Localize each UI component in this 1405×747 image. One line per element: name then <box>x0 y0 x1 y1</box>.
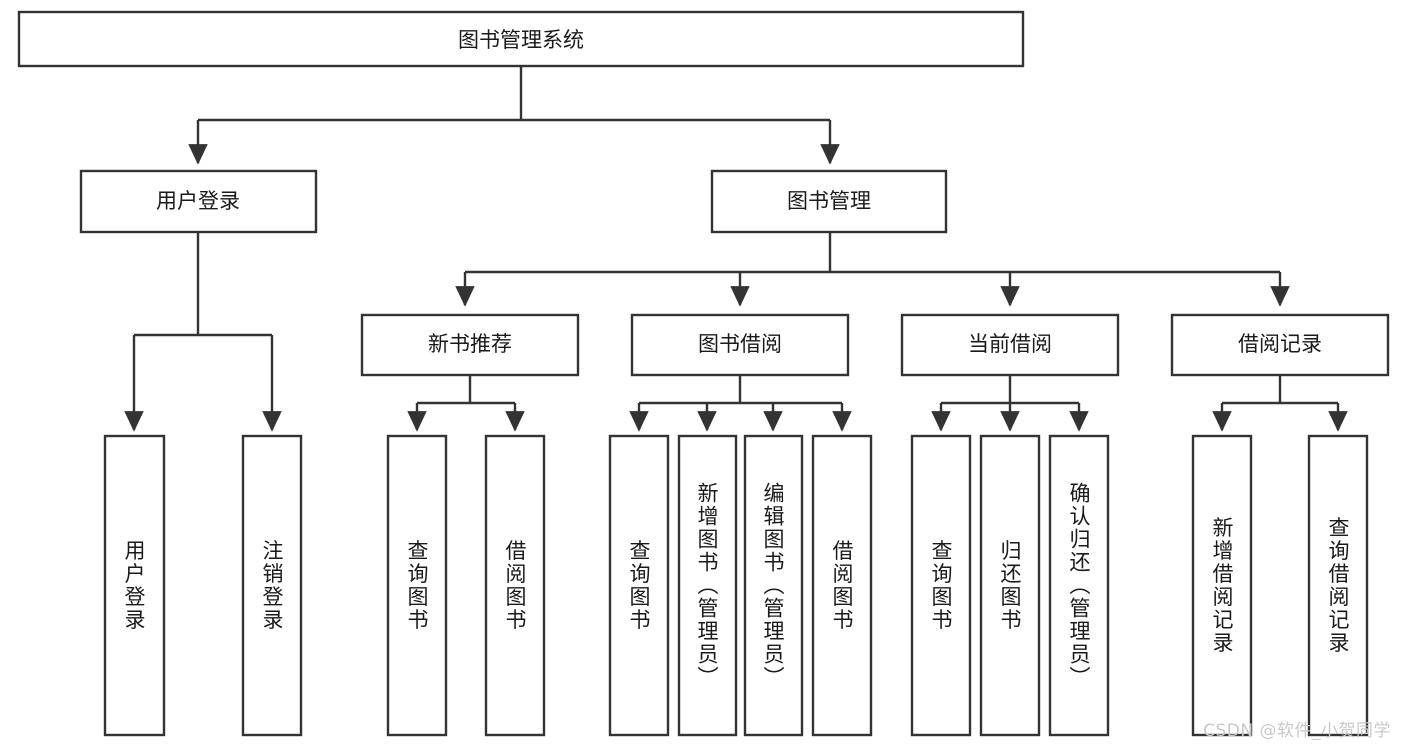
node-borrow-record-label: 借阅记录 <box>1238 332 1322 356</box>
node-leaf-user-login-label: 用户登录 <box>122 540 146 632</box>
node-book-borrow[interactable]: 图书借阅 <box>630 313 850 377</box>
node-new-book-recommend-label: 新书推荐 <box>428 332 512 356</box>
node-user-login-label: 用户登录 <box>156 189 240 213</box>
node-borrow-record-box <box>1170 313 1390 377</box>
csdn-watermark: CSDN @软件_小贺同学 <box>1203 721 1391 741</box>
node-leaf-confirm-return-box <box>1048 434 1110 737</box>
node-leaf-query-book-3-label: 查询图书 <box>929 540 953 632</box>
node-leaf-logout-label: 注销登录 <box>260 540 284 632</box>
node-leaf-confirm-return-label: 确认归还（管理员） <box>1067 482 1091 689</box>
node-book-management[interactable]: 图书管理 <box>710 169 948 234</box>
node-borrow-record[interactable]: 借阅记录 <box>1170 313 1390 377</box>
node-leaf-return-book-box <box>979 434 1041 737</box>
node-leaf-return-book[interactable]: 归还图书 <box>979 434 1041 737</box>
node-leaf-query-book-1-label: 查询图书 <box>405 540 429 632</box>
node-current-borrow-label: 当前借阅 <box>968 332 1052 356</box>
node-user-login-box <box>79 169 318 234</box>
node-leaf-borrow-book-1[interactable]: 借阅图书 <box>484 434 546 737</box>
node-book-management-box <box>710 169 948 234</box>
node-user-login[interactable]: 用户登录 <box>79 169 318 234</box>
node-leaf-edit-book-box <box>743 434 804 737</box>
node-leaf-borrow-book-2[interactable]: 借阅图书 <box>811 434 873 737</box>
node-leaf-query-record-box <box>1307 434 1369 737</box>
node-leaf-query-book-1-box <box>386 434 448 737</box>
node-root[interactable]: 图书管理系统 <box>17 10 1025 68</box>
node-leaf-query-book-3[interactable]: 查询图书 <box>910 434 972 737</box>
node-new-book-recommend[interactable]: 新书推荐 <box>360 313 580 377</box>
node-leaf-confirm-return[interactable]: 确认归还（管理员） <box>1048 434 1110 737</box>
node-leaf-borrow-book-2-box <box>811 434 873 737</box>
node-leaf-borrow-book-2-label: 借阅图书 <box>830 540 854 632</box>
node-leaf-add-book[interactable]: 新增图书（管理员） <box>677 434 738 737</box>
node-root-box <box>17 10 1025 68</box>
node-root-label: 图书管理系统 <box>458 28 584 52</box>
node-leaf-borrow-book-1-label: 借阅图书 <box>503 540 527 632</box>
node-leaf-edit-book[interactable]: 编辑图书（管理员） <box>743 434 804 737</box>
node-leaf-query-book-2-box <box>608 434 670 737</box>
node-leaf-add-book-label: 新增图书（管理员） <box>695 482 719 689</box>
node-leaf-query-book-2-label: 查询图书 <box>627 540 651 632</box>
node-book-borrow-box <box>630 313 850 377</box>
node-new-book-recommend-box <box>360 313 580 377</box>
node-book-borrow-label: 图书借阅 <box>698 332 782 356</box>
node-leaf-add-record-label: 新增借阅记录 <box>1210 517 1234 655</box>
node-leaf-edit-book-label: 编辑图书（管理员） <box>761 482 785 689</box>
node-leaf-logout[interactable]: 注销登录 <box>241 434 303 737</box>
node-leaf-borrow-book-1-box <box>484 434 546 737</box>
node-leaf-query-book-2[interactable]: 查询图书 <box>608 434 670 737</box>
node-leaf-query-record[interactable]: 查询借阅记录 <box>1307 434 1369 737</box>
node-leaf-add-book-box <box>677 434 738 737</box>
node-leaf-query-record-label: 查询借阅记录 <box>1326 517 1350 655</box>
node-current-borrow-box <box>900 313 1120 377</box>
node-book-management-label: 图书管理 <box>787 189 871 213</box>
node-leaf-query-book-3-box <box>910 434 972 737</box>
node-leaf-user-login-box <box>103 434 166 737</box>
node-leaf-query-book-1[interactable]: 查询图书 <box>386 434 448 737</box>
node-leaf-add-record-box <box>1191 434 1253 737</box>
node-leaf-user-login[interactable]: 用户登录 <box>103 434 166 737</box>
node-leaf-add-record[interactable]: 新增借阅记录 <box>1191 434 1253 737</box>
node-leaf-logout-box <box>241 434 303 737</box>
node-current-borrow[interactable]: 当前借阅 <box>900 313 1120 377</box>
node-leaf-return-book-label: 归还图书 <box>998 540 1022 632</box>
connector-layer <box>124 66 1348 432</box>
